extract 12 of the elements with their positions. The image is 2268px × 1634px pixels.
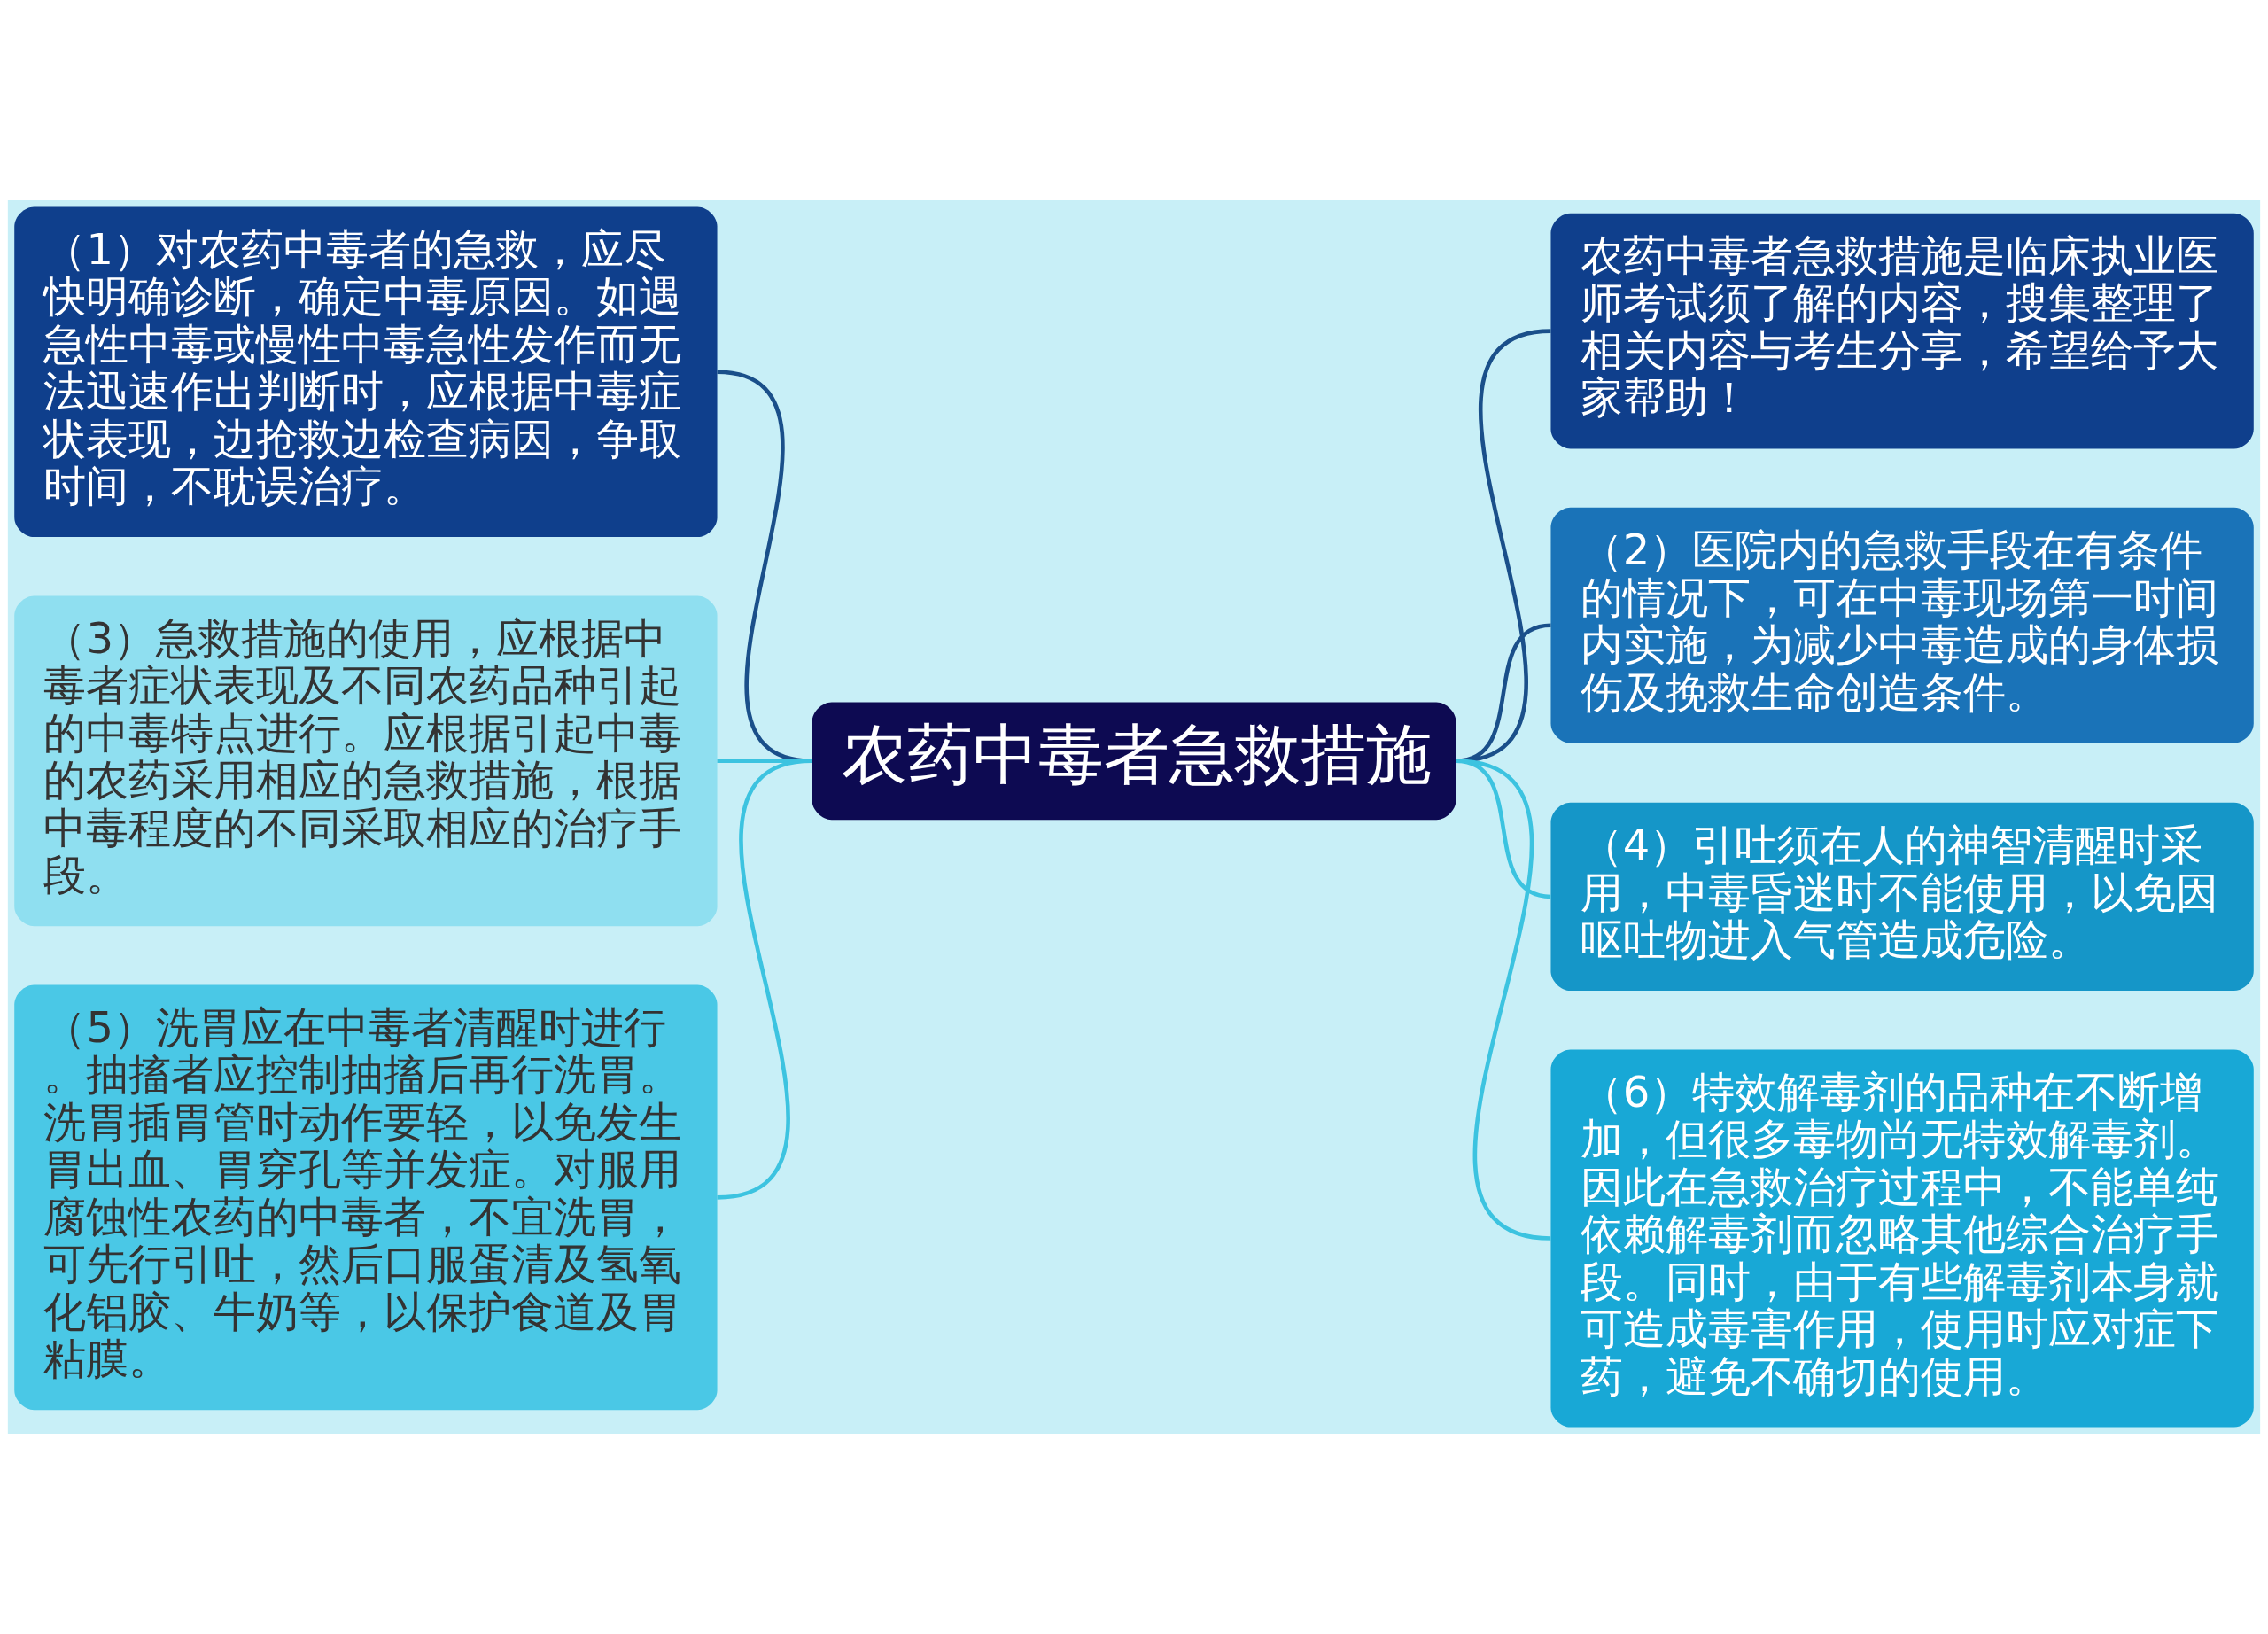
- connector: [1455, 759, 1551, 1241]
- node-box: （4）引吐须在人的神智清醒时采用，中毒昏迷时不能使用，以免因呕吐物进入气管造成危险。: [1550, 802, 2254, 991]
- connector: [717, 759, 813, 1200]
- node-box: （1）对农药中毒者的急救，应尽快明确诊断，确定中毒原因。如遇急性中毒或慢性中毒急性发作而无法迅速作出判断时，应根据中毒症状表现，边抢救边检查病因，争取时间，不耽误治疗。: [14, 206, 718, 538]
- node-box: （5）洗胃应在中毒者清醒时进行。抽搐者应控制抽搐后再行洗胃。洗胃插胃管时动作要轻，以免发生胃出血、胃穿孔等并发症。对服用腐蚀性农药的中毒者，不宜洗胃，可先行引吐，然后口服蛋清及氢氧化铝胶、牛奶等，以保护食道及胃粘膜。: [14, 984, 718, 1411]
- node-box: （3）急救措施的使用，应根据中毒者症状表现及不同农药品种引起的中毒特点进行。应根据引起中毒的农药采用相应的急救措施，根据中毒程度的不同采取相应的治疗手段。: [14, 595, 718, 927]
- node-box: 农药中毒者急救措施是临床执业医师考试须了解的内容，搜集整理了相关内容与考生分享，希望给予大家帮助！: [1550, 213, 2254, 449]
- node-box: （2）医院内的急救手段在有条件的情况下，可在中毒现场第一时间内实施，为减少中毒造成的身体损伤及挽救生命创造条件。: [1550, 507, 2254, 743]
- connector: [1455, 329, 1551, 764]
- connector: [717, 370, 813, 764]
- node-box: 农药中毒者急救措施: [812, 702, 1456, 821]
- node-box: （6）特效解毒剂的品种在不断增加，但很多毒物尚无特效解毒剂。因此在急救治疗过程中，不能单纯依赖解毒剂而忽略其他综合治疗手段。同时，由于有些解毒剂本身就可造成毒害作用，使用时应对症下药，避免不确切的使用。: [1550, 1049, 2254, 1428]
